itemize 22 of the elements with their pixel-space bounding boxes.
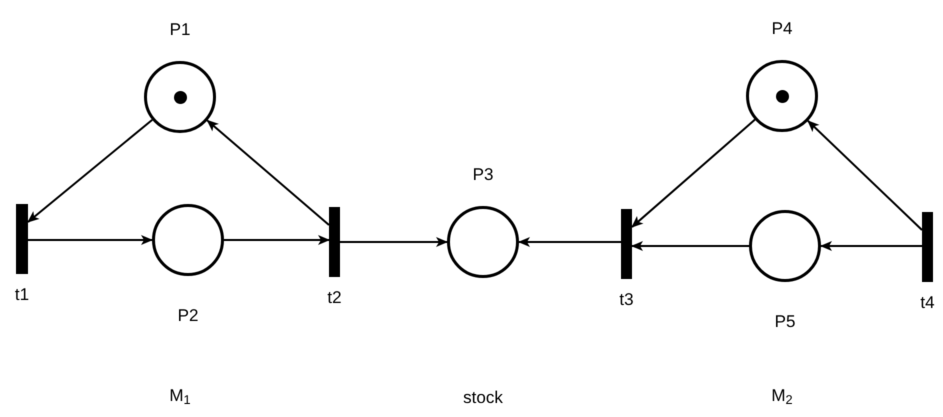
place-label: P5 [774, 313, 796, 330]
transition-label: t4 [920, 294, 935, 311]
arrow [631, 118, 756, 228]
machine-label: stock [463, 389, 503, 406]
arrow [340, 237, 448, 247]
transition-label: t2 [327, 289, 342, 306]
arrow [28, 235, 153, 245]
transition-label: t1 [14, 286, 30, 303]
arrow [820, 241, 922, 251]
arrow [224, 235, 330, 245]
arrow [27, 119, 153, 223]
transition-label: t3 [619, 291, 634, 308]
place-label: P1 [170, 21, 190, 38]
arrow [631, 241, 749, 251]
machine-label: M$_{1}$ [169, 387, 191, 404]
arrow [206, 120, 330, 226]
place-label: P3 [472, 166, 494, 183]
place-label: P4 [772, 20, 792, 37]
arrow [518, 237, 621, 247]
arrow [807, 120, 923, 231]
place-label: P2 [178, 307, 198, 324]
machine-label: M$_{2}$ [771, 387, 793, 404]
